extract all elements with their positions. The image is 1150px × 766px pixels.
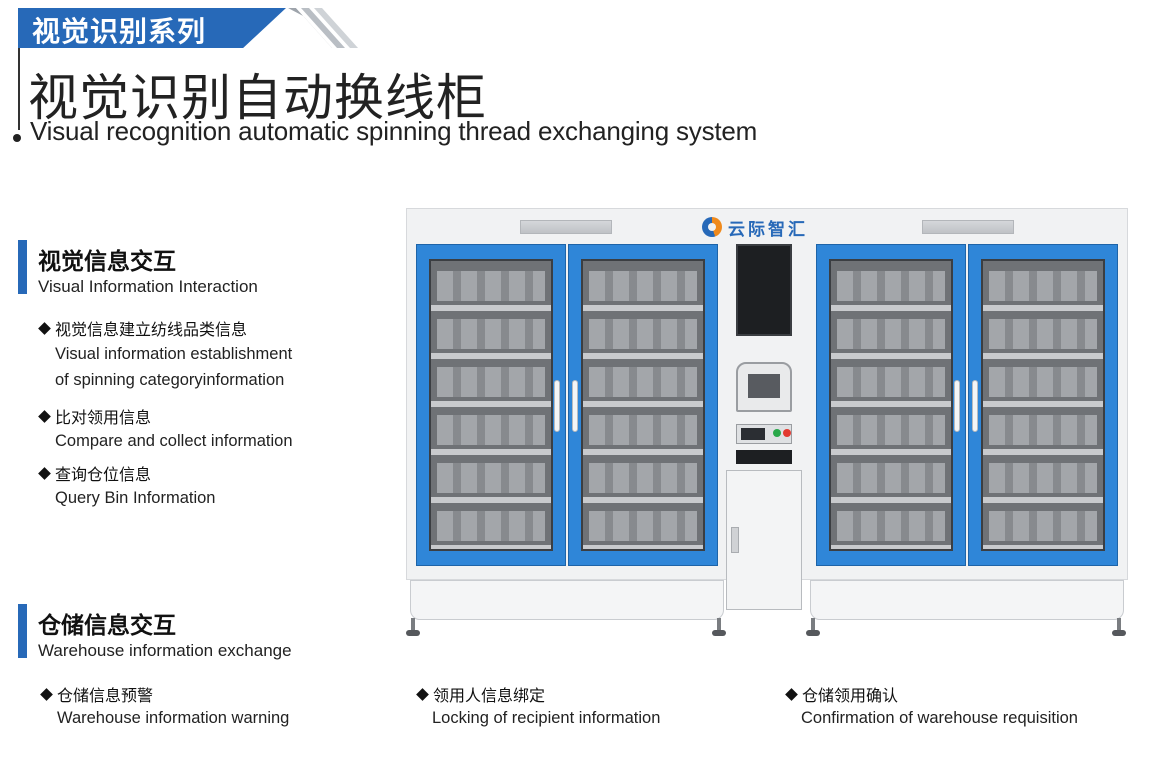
visual-item-2-en: Compare and collect information (55, 432, 293, 450)
section-visual-heading-cn: 视觉信息交互 (38, 249, 176, 275)
page-subtitle: Visual recognition automatic spinning th… (30, 116, 758, 146)
warehouse-item-1-cn-text: 仓储信息预警 (57, 686, 154, 705)
visual-item-3-en: Query Bin Information (55, 489, 216, 507)
brand-logo-icon (702, 217, 722, 237)
visual-item-2-cn: 比对领用信息 (38, 404, 152, 428)
green-button-icon (773, 429, 781, 437)
visual-item-1-cn: 视觉信息建立纺线品类信息 (38, 316, 248, 340)
section-visual-accent-bar (18, 240, 27, 294)
door-handle (572, 380, 578, 432)
warehouse-item-3-cn: 仓储领用确认 (785, 682, 899, 706)
warehouse-item-3-cn-text: 仓储领用确认 (802, 686, 899, 705)
diamond-bullet-icon (416, 688, 429, 701)
header-bullet-dot (13, 134, 21, 142)
banner-blue-shape (18, 8, 286, 48)
visual-item-1-en-line2: of spinning categoryinformation (55, 371, 285, 389)
card-slot (736, 450, 792, 464)
door-handle (972, 380, 978, 432)
cabinet-base-left (410, 580, 724, 620)
series-banner: 视觉识别系列 (18, 8, 359, 48)
panel-screen (741, 428, 765, 440)
diamond-bullet-icon (40, 688, 53, 701)
warehouse-item-1-cn: 仓储信息预警 (40, 682, 154, 706)
cabinet-door-right-2 (968, 244, 1118, 566)
door-handle (554, 380, 560, 432)
lower-access-door (726, 470, 802, 610)
warehouse-item-3-en: Confirmation of warehouse requisition (801, 709, 1078, 727)
brand-name: 云际智汇 (728, 219, 808, 240)
warehouse-item-2-cn: 领用人信息绑定 (416, 682, 546, 706)
center-control-column (724, 244, 804, 610)
door-handle (954, 380, 960, 432)
cabinet-door-left-2 (568, 244, 718, 566)
visual-item-2-cn-text: 比对领用信息 (55, 408, 152, 427)
leveling-foot (806, 618, 820, 638)
warehouse-item-2-cn-text: 领用人信息绑定 (433, 686, 546, 705)
visual-item-3-cn: 查询仓位信息 (38, 461, 152, 485)
cabinet-door-left-1 (416, 244, 566, 566)
brand-mark: 云际智汇 (702, 214, 808, 240)
red-button-icon (783, 429, 791, 437)
section-warehouse-accent-bar (18, 604, 27, 658)
header-divider-line (18, 48, 20, 130)
leveling-foot (406, 618, 420, 638)
diamond-bullet-icon (38, 322, 51, 335)
cabinet-illustration: 云际智汇 (406, 208, 1128, 640)
page-title: 视觉识别自动换线柜 (28, 69, 487, 127)
section-warehouse-heading-cn: 仓储信息交互 (38, 613, 176, 639)
visual-item-1-en-line1: Visual information establishment (55, 345, 293, 363)
door-glass (829, 259, 953, 551)
display-screen (736, 244, 792, 336)
warehouse-item-2-en: Locking of recipient information (432, 709, 661, 727)
section-visual-heading-en: Visual Information Interaction (38, 277, 258, 296)
section-warehouse-heading-en: Warehouse information exchange (38, 641, 292, 660)
warehouse-item-1-en: Warehouse information warning (57, 709, 290, 727)
cabinet-base-right (810, 580, 1124, 620)
vent-grille (922, 220, 1014, 234)
visual-item-1-cn-text: 视觉信息建立纺线品类信息 (55, 320, 248, 339)
cabinet-door-right-1 (816, 244, 966, 566)
camera-recognition-box (736, 362, 792, 412)
vent-grille (520, 220, 612, 234)
diamond-bullet-icon (38, 410, 51, 423)
leveling-foot (712, 618, 726, 638)
visual-item-3-cn-text: 查询仓位信息 (55, 465, 152, 484)
door-glass (981, 259, 1105, 551)
diamond-bullet-icon (785, 688, 798, 701)
diamond-bullet-icon (38, 467, 51, 480)
leveling-foot (1112, 618, 1126, 638)
door-glass (581, 259, 705, 551)
control-panel (736, 424, 792, 444)
series-label: 视觉识别系列 (32, 15, 207, 48)
door-glass (429, 259, 553, 551)
